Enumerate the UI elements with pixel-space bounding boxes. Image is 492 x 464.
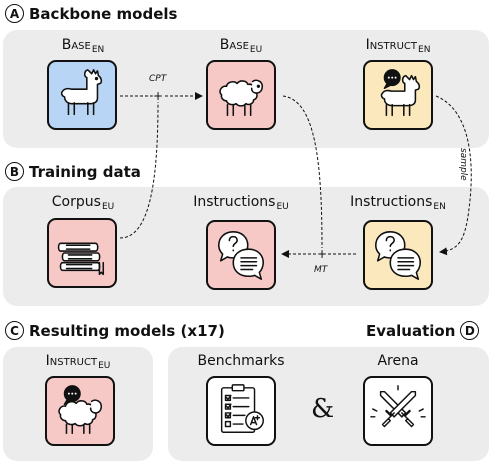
edge-base-eu-to-plus xyxy=(282,95,323,249)
plus-top: + xyxy=(153,89,163,103)
crossed-swords-icon xyxy=(370,385,426,428)
chat-bubbles-icon xyxy=(374,231,422,280)
label-base-eu: BaseEU xyxy=(219,37,263,55)
label-base-en: BaseEN xyxy=(61,37,105,55)
section-title-evaluation: Evaluation xyxy=(366,321,456,340)
mt-label: MT xyxy=(314,265,328,275)
label-instruct-en: InstructEN xyxy=(365,37,431,55)
label-arena: Arena xyxy=(377,353,419,369)
section-backbone: A Backbone models xyxy=(5,4,177,23)
edge-corpus-to-plus xyxy=(119,101,159,239)
plus-mid: + xyxy=(317,247,327,261)
checklist-icon xyxy=(220,384,264,433)
label-corpus-eu: CorpusEU xyxy=(51,194,115,212)
instruct-en-box xyxy=(363,60,433,130)
section-marker-a: A xyxy=(5,4,24,23)
section-title-backbone: Backbone models xyxy=(29,4,178,23)
label-instructions-eu: InstructionsEU xyxy=(193,194,289,212)
label-benchmarks: Benchmarks xyxy=(197,353,285,369)
section-evaluation: Evaluation D xyxy=(366,321,480,340)
section-training: B Training data xyxy=(5,162,141,181)
instructions-en-box xyxy=(363,220,433,290)
instructions-eu-box xyxy=(206,220,276,290)
section-marker-d: D xyxy=(460,321,480,340)
section-title-resulting: Resulting models (x17) xyxy=(29,321,225,340)
section-title-training: Training data xyxy=(29,162,141,181)
benchmarks-box xyxy=(206,376,276,446)
llama-icon xyxy=(60,69,103,116)
label-instructions-en: InstructionsEN xyxy=(350,194,446,212)
chat-bubbles-icon xyxy=(217,231,265,280)
cpt-label: CPT xyxy=(149,74,167,84)
corpus-eu-box xyxy=(47,218,117,288)
arena-box xyxy=(363,376,433,446)
section-marker-c: C xyxy=(5,321,24,340)
sample-label: sample xyxy=(458,148,468,181)
instruct-eu-box xyxy=(45,376,115,446)
edge-instruct-en-to-instructions-en xyxy=(435,95,472,256)
ampersand: & xyxy=(311,394,335,424)
sheep-chat-icon xyxy=(58,385,103,435)
label-instruct-eu: InstructEU xyxy=(45,353,111,371)
books-icon xyxy=(57,242,105,276)
section-marker-b: B xyxy=(5,162,24,181)
llama-chat-icon xyxy=(380,69,421,117)
section-resulting: C Resulting models (x17) xyxy=(5,321,225,340)
sheep-icon xyxy=(219,79,264,117)
base-en-box xyxy=(47,60,117,130)
base-eu-box xyxy=(206,60,276,130)
